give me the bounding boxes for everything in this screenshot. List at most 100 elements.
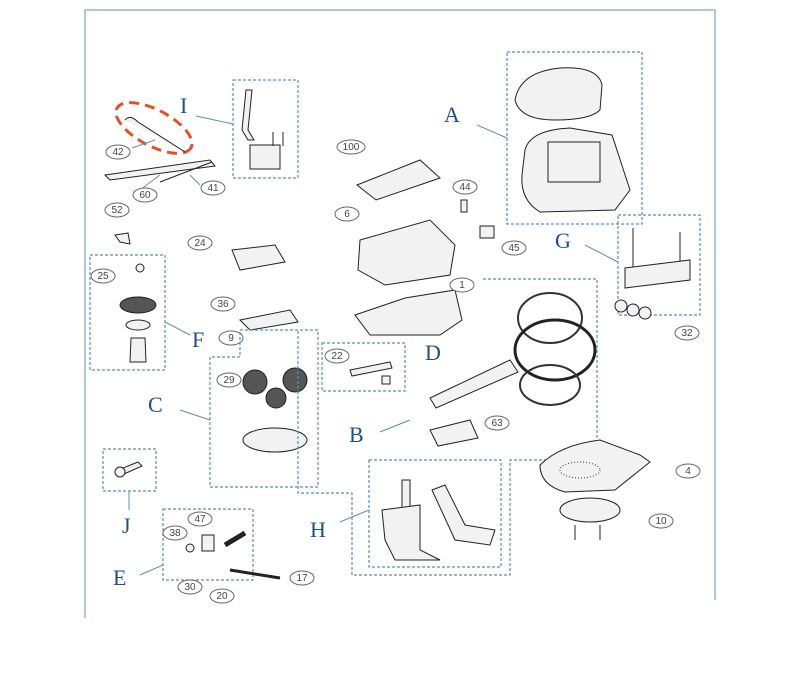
leader-h [339, 509, 370, 523]
part-6-frame [357, 219, 456, 286]
group-letter-j: J [122, 513, 131, 538]
callout-42 [105, 144, 131, 160]
callout-30 [177, 579, 203, 595]
group-letter-d: D [425, 340, 441, 365]
part-c-gear-2 [282, 367, 308, 393]
group-letter-e: E [113, 565, 126, 590]
part-g-bracket [624, 259, 691, 289]
callout-63 [484, 415, 510, 431]
highlight-ellipse [114, 101, 194, 155]
part-32-washer-c [638, 306, 652, 320]
part-9-plate [238, 309, 299, 331]
callout-1 [449, 277, 475, 293]
callout-17 [289, 570, 315, 586]
callout-30-text: 30 [184, 582, 196, 593]
leader-60 [139, 174, 161, 191]
callout-60 [132, 187, 158, 203]
diagram-frame [84, 9, 716, 618]
part-f-washer [135, 263, 145, 273]
group-i: I [180, 79, 299, 179]
parts-30-17-20: 30 17 20 [177, 568, 315, 604]
callout-42-text: 42 [112, 147, 124, 158]
group-h-box [368, 459, 502, 568]
callout-60-text: 60 [139, 190, 151, 201]
callout-1-text: 1 [459, 280, 465, 291]
callout-6-text: 6 [344, 209, 350, 220]
callout-25 [90, 268, 116, 284]
part-e-ball [185, 543, 195, 553]
callout-44-text: 44 [459, 182, 471, 193]
part-42-group: 42 [105, 101, 194, 160]
part-b-gear-ring [513, 318, 597, 382]
parts-36-9: 36 9 [210, 296, 299, 346]
part-h-bracket-b [431, 484, 496, 546]
part-52 [114, 232, 131, 245]
group-letter-b: B [349, 422, 364, 447]
callout-52-text: 52 [111, 205, 123, 216]
parts-44-45: 44 45 [452, 179, 527, 256]
callout-9-text: 9 [228, 333, 234, 344]
callout-24-text: 24 [194, 238, 206, 249]
leader-e [139, 564, 164, 576]
group-d: 22 D [321, 340, 441, 392]
lower-cover-opening [547, 141, 601, 183]
part-63 [429, 419, 479, 447]
callout-41 [200, 180, 226, 196]
callout-47-text: 47 [194, 514, 206, 525]
callout-29-text: 29 [223, 375, 235, 386]
callout-36 [210, 296, 236, 312]
part-j-key-head [114, 466, 126, 478]
part-f-pinion [129, 337, 147, 363]
part-32-group: 32 [614, 299, 700, 341]
part-52-group: 52 [104, 202, 131, 245]
part-i-block [249, 144, 281, 170]
callout-45 [501, 240, 527, 256]
top-cover [514, 67, 603, 121]
group-b: 63 B [297, 278, 598, 576]
parts-4-10: 4 10 [539, 439, 701, 540]
part-4-teeth [559, 461, 601, 479]
group-i-box [232, 79, 299, 179]
part-17-pin [229, 568, 281, 580]
group-letter-g: G [555, 228, 571, 253]
group-j: J [102, 448, 157, 538]
part-h-bracket-a [381, 504, 441, 561]
part-b-ring-top [517, 292, 583, 344]
callout-100-text: 100 [343, 142, 360, 153]
group-h: H [310, 459, 502, 568]
part-44 [460, 199, 468, 213]
part-c-gear-1 [242, 369, 268, 395]
callout-63-text: 63 [491, 418, 503, 429]
leader-i [195, 115, 234, 125]
leader-a [476, 124, 508, 139]
leader-g [584, 244, 619, 263]
callout-4 [675, 463, 701, 479]
callout-25-text: 25 [97, 271, 109, 282]
part-45 [479, 225, 495, 239]
part-b-arm [429, 359, 519, 409]
part-10-disc [559, 497, 621, 523]
part-60-rod [103, 159, 216, 181]
leader-f [164, 321, 191, 336]
group-letter-f: F [192, 327, 204, 352]
callout-9 [218, 330, 244, 346]
group-a: A [444, 51, 643, 225]
group-e-box [162, 508, 254, 581]
callout-10-text: 10 [655, 516, 667, 527]
part-e-lever [201, 534, 215, 552]
group-f: 25 F [89, 254, 204, 371]
callout-38 [162, 525, 188, 541]
leader-41 [189, 174, 201, 186]
part-f-bushing [125, 319, 151, 331]
callout-32-text: 32 [681, 328, 693, 339]
part-d-link [349, 361, 393, 377]
part-24 [231, 244, 286, 271]
part-e-spring [223, 530, 247, 548]
callout-6 [334, 206, 360, 222]
leader-c [179, 409, 211, 421]
group-c: 29 C [148, 329, 319, 488]
part-4-plate [539, 439, 651, 493]
group-letter-a: A [444, 102, 460, 127]
part-f-gear [119, 296, 157, 314]
group-e: 38 47 E [113, 508, 254, 590]
